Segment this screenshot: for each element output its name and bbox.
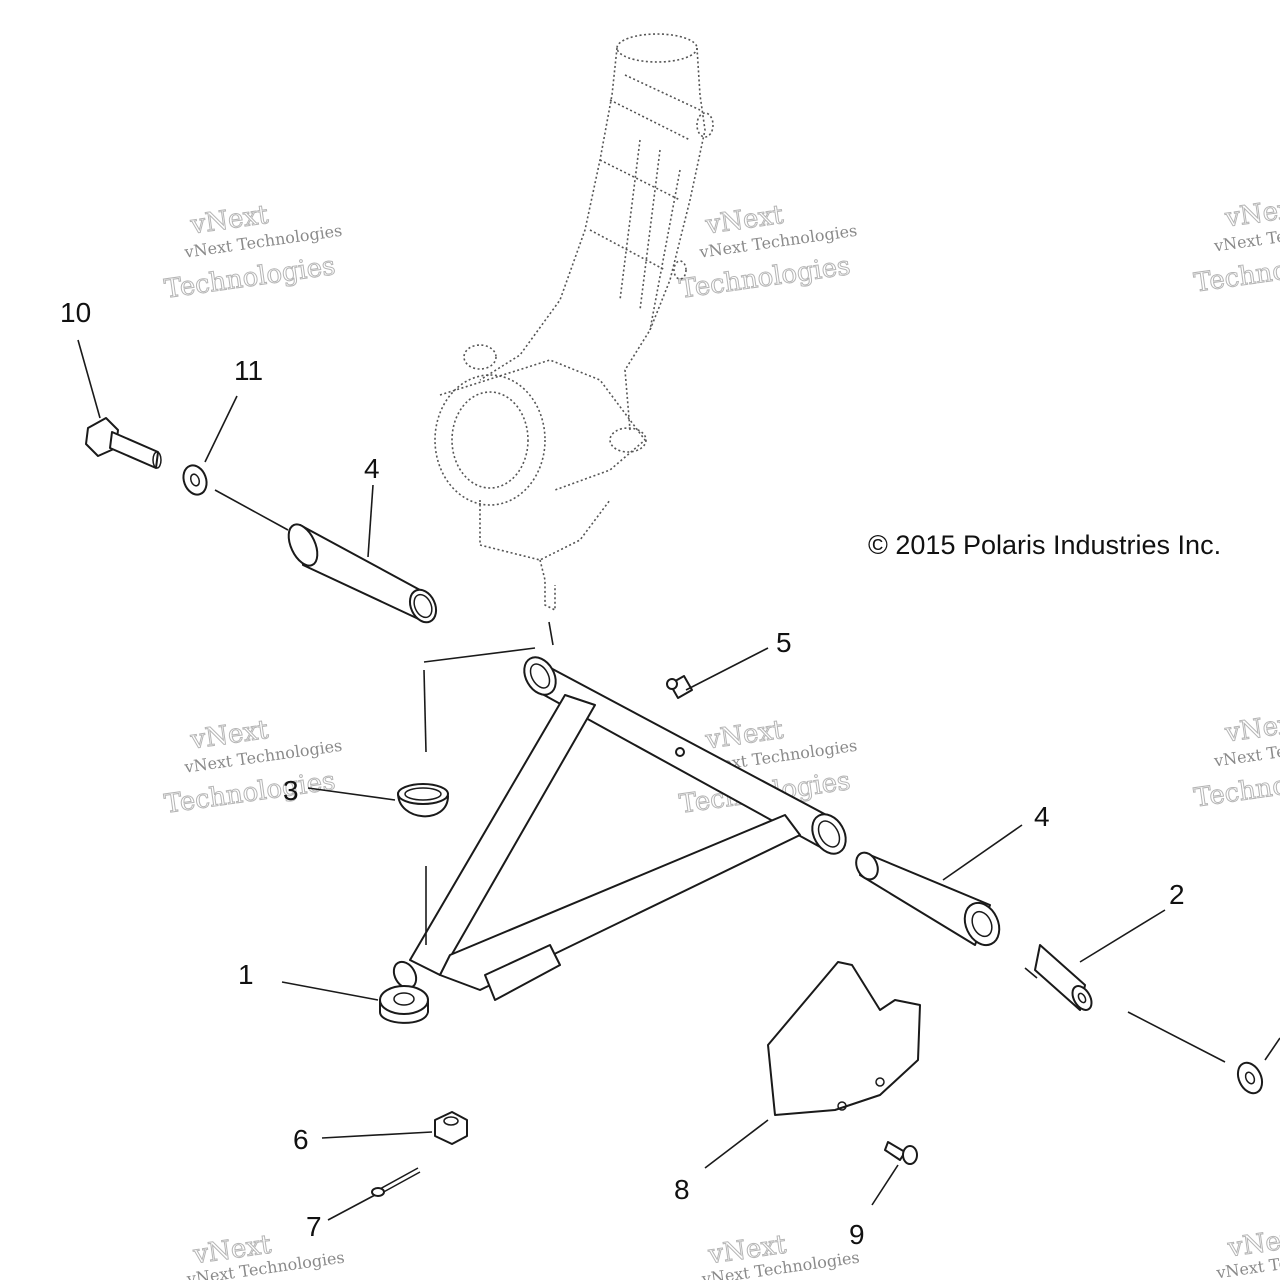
callout-6: 6 <box>293 1124 309 1155</box>
part-3-cap[interactable] <box>397 783 449 818</box>
steering-knuckle <box>434 33 714 612</box>
callout-7: 7 <box>306 1211 322 1242</box>
part-11-washer[interactable] <box>180 462 211 498</box>
callout-10: 10 <box>60 297 91 328</box>
svg-text:Technologies: Technologies <box>1192 760 1280 814</box>
a-arm[interactable] <box>389 652 852 1001</box>
part-6-nut[interactable] <box>434 1111 468 1145</box>
part-9-screw[interactable] <box>884 1141 918 1165</box>
part-7-cotter-pin[interactable] <box>371 1167 421 1197</box>
watermark-middle-right: vNext vNext Technologies Technologies <box>1192 707 1280 814</box>
part-2-sleeve[interactable] <box>1034 944 1095 1013</box>
watermark-bottom-center: vNext vNext Technologies <box>700 1229 861 1280</box>
part-5-grease-fitting[interactable] <box>666 675 693 699</box>
watermark-top-right: vNext vNext Technologies Technologies <box>1192 192 1280 299</box>
callout-4-lower: 4 <box>1034 801 1050 832</box>
part-10-bolt[interactable] <box>85 417 162 469</box>
callout-5: 5 <box>776 627 792 658</box>
callout-2: 2 <box>1169 879 1185 910</box>
watermark-top-left: vNext vNext Technologies Technologies <box>162 199 343 305</box>
callout-9: 9 <box>849 1219 865 1250</box>
svg-text:Technologies: Technologies <box>1192 245 1280 299</box>
part-8-guard-plate[interactable] <box>767 961 921 1116</box>
part-4-bushing-lower[interactable] <box>852 849 1006 951</box>
callout-11: 11 <box>234 355 263 386</box>
callout-1: 1 <box>238 959 254 990</box>
watermark-middle-left: vNext vNext Technologies Technologies <box>162 714 343 820</box>
callout-4-upper: 4 <box>364 453 380 484</box>
callout-8: 8 <box>674 1174 690 1205</box>
leader-lines <box>77 339 1280 1221</box>
part-1-ball-joint[interactable] <box>379 985 429 1024</box>
watermark-bottom-right: vNext vNext Technologies <box>1214 1222 1280 1280</box>
callout-3: 3 <box>283 775 299 806</box>
washer-right[interactable] <box>1233 1059 1266 1097</box>
copyright-notice: © 2015 Polaris Industries Inc. <box>868 530 1221 560</box>
watermark-top-center: vNext vNext Technologies Technologies <box>677 199 858 305</box>
part-4-bushing-upper[interactable] <box>283 520 441 626</box>
